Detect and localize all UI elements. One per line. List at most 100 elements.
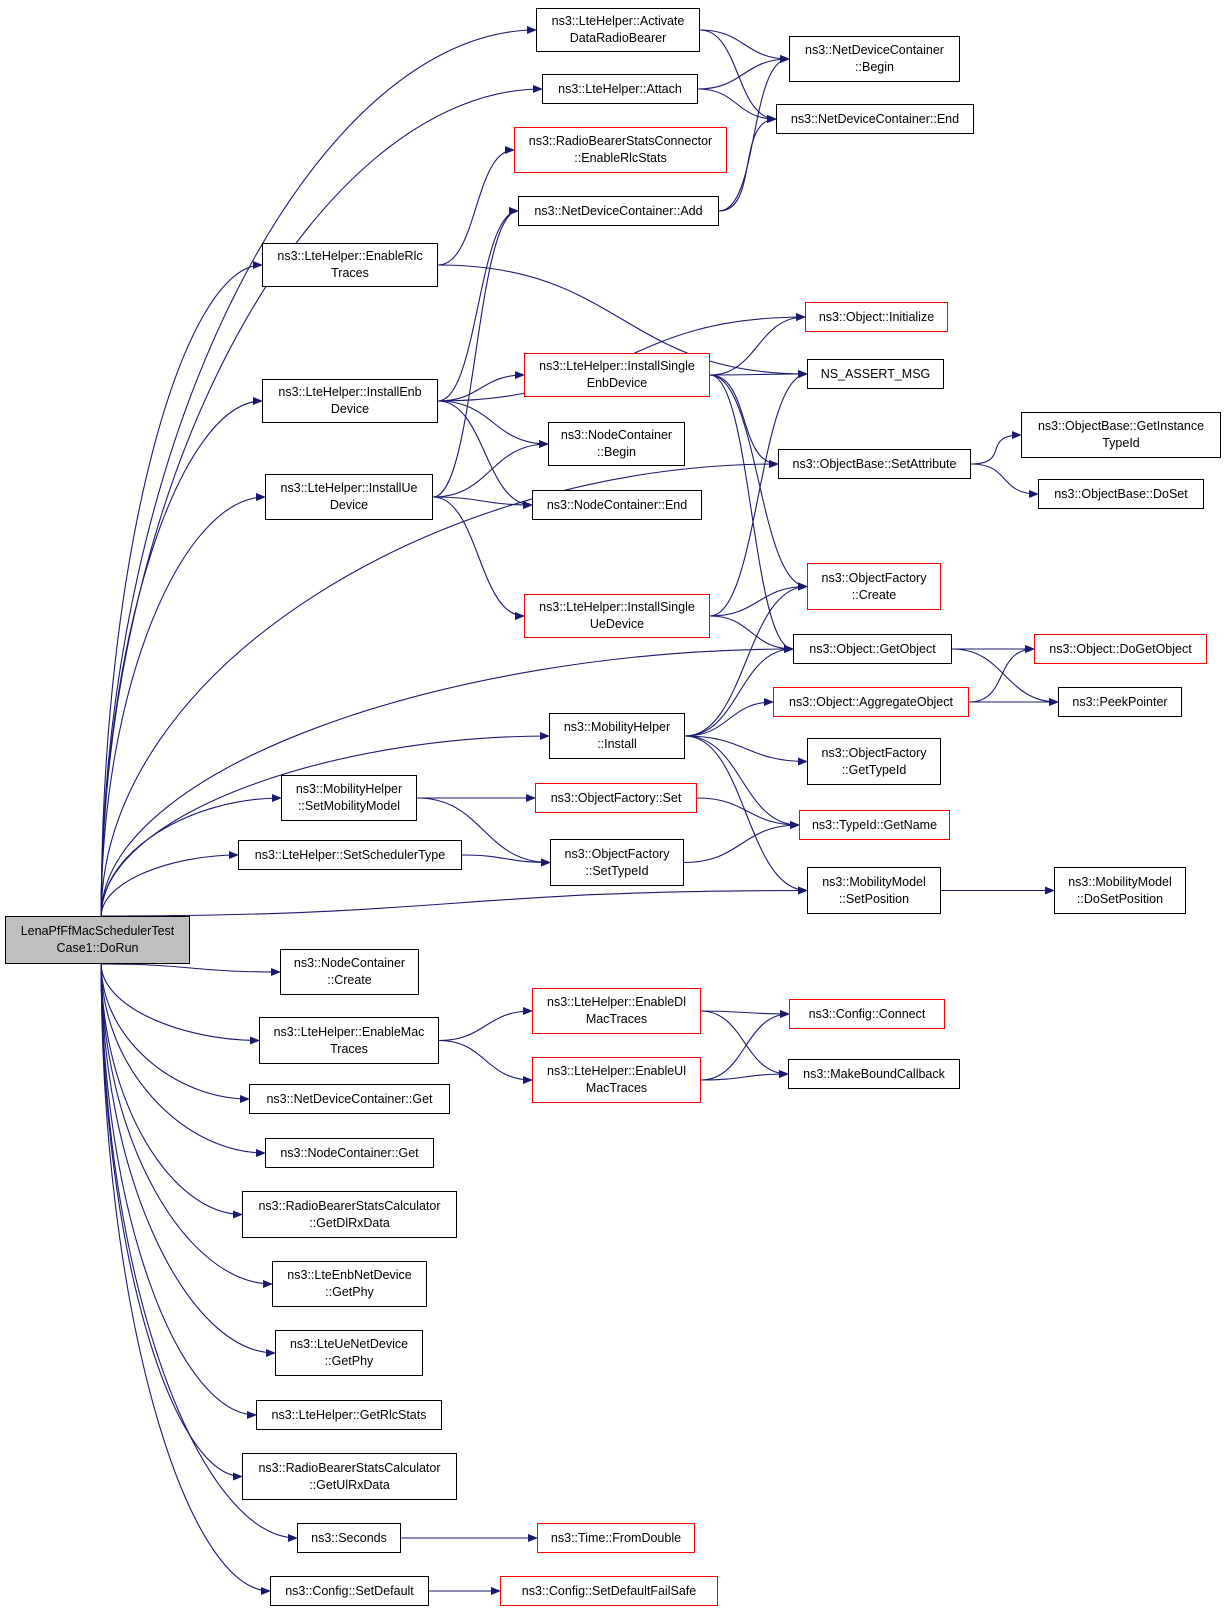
node-label-line: ns3::NodeContainer::End bbox=[546, 497, 688, 512]
node-rbsc-dl[interactable]: ns3::RadioBearerStatsCalculator::GetDlRx… bbox=[242, 1191, 457, 1238]
edge-install_enb-to-install_single_enb bbox=[437, 371, 525, 402]
node-ob-setattr[interactable]: ns3::ObjectBase::SetAttribute bbox=[778, 449, 971, 479]
node-label-line: EnbDevice bbox=[586, 376, 648, 390]
edge-ob_setattr-to-ob_doset bbox=[970, 463, 1039, 498]
node-make-bound[interactable]: ns3::MakeBoundCallback bbox=[788, 1059, 960, 1089]
edge-mh_install-to-typeid_getname bbox=[684, 735, 800, 829]
node-nc-create[interactable]: ns3::NodeContainer::Create bbox=[280, 949, 419, 995]
node-typeid-getname[interactable]: ns3::TypeId::GetName bbox=[799, 810, 950, 840]
edge-root-to-ue_getphy bbox=[100, 963, 276, 1357]
node-mh-install[interactable]: ns3::MobilityHelper::Install bbox=[549, 713, 685, 759]
node-label-line: ns3::NetDeviceContainer::End bbox=[790, 111, 960, 126]
node-config-setdefault[interactable]: ns3::Config::SetDefault bbox=[270, 1576, 429, 1606]
node-nc-end[interactable]: ns3::NodeContainer::End bbox=[532, 490, 702, 520]
edge-root-to-nc_get bbox=[100, 963, 266, 1157]
node-seconds[interactable]: ns3::Seconds bbox=[297, 1523, 401, 1553]
node-nc-get[interactable]: ns3::NodeContainer::Get bbox=[265, 1138, 434, 1168]
edge-enable_mac-to-enable_ul_mac bbox=[438, 1039, 533, 1084]
edge-set_scheduler-to-of_settypeid bbox=[461, 854, 551, 867]
edge-root-to-config_setdefault bbox=[100, 963, 271, 1595]
node-of-set[interactable]: ns3::ObjectFactory::Set bbox=[535, 783, 697, 813]
node-ndc-begin[interactable]: ns3::NetDeviceContainer::Begin bbox=[789, 36, 960, 82]
node-label-line: ns3::LteHelper::Attach bbox=[558, 81, 682, 96]
edge-root-to-install_enb bbox=[100, 397, 263, 917]
node-label-line: MacTraces bbox=[585, 1081, 648, 1095]
node-mm-setpos[interactable]: ns3::MobilityModel::SetPosition bbox=[807, 867, 941, 914]
edge-activate-to-ndc_end bbox=[699, 29, 777, 123]
edge-root-to-enb_getphy bbox=[100, 963, 273, 1288]
node-label-line: ns3::NetDeviceContainer bbox=[805, 43, 944, 57]
node-of-settypeid[interactable]: ns3::ObjectFactory::SetTypeId bbox=[550, 839, 684, 886]
node-of-create[interactable]: ns3::ObjectFactory::Create bbox=[807, 563, 941, 610]
node-rbsc-ul[interactable]: ns3::RadioBearerStatsCalculator::GetUlRx… bbox=[242, 1453, 457, 1500]
node-label-line: ns3::NodeContainer bbox=[560, 428, 673, 442]
node-assert[interactable]: NS_ASSERT_MSG bbox=[807, 359, 944, 389]
node-ndc-end[interactable]: ns3::NetDeviceContainer::End bbox=[776, 104, 974, 134]
edge-enable_rlc-to-rbsc_enable bbox=[437, 146, 515, 266]
edge-root-to-seconds bbox=[100, 963, 298, 1542]
edge-obj_aggregate-to-obj_dogetobject bbox=[968, 645, 1035, 703]
node-label-line: ns3::MobilityHelper bbox=[295, 782, 403, 796]
edge-install_single_enb-to-obj_init bbox=[709, 313, 806, 376]
node-label-line: Device bbox=[329, 498, 369, 512]
node-ue-getphy[interactable]: ns3::LteUeNetDevice::GetPhy bbox=[275, 1330, 423, 1376]
node-attach[interactable]: ns3::LteHelper::Attach bbox=[542, 74, 698, 104]
edge-layer bbox=[100, 26, 1059, 1595]
edge-root-to-attach bbox=[100, 85, 543, 917]
node-label-line: ns3::LteEnbNetDevice bbox=[287, 1268, 412, 1282]
edge-root-to-mm_setpos bbox=[101, 886, 808, 917]
edge-root-to-enable_mac bbox=[100, 963, 260, 1045]
node-obj-init[interactable]: ns3::Object::Initialize bbox=[805, 302, 948, 332]
node-label-line: ns3::RadioBearerStatsCalculator bbox=[258, 1460, 441, 1475]
node-label-line: ns3::LteUeNetDevice bbox=[289, 1337, 409, 1351]
node-enb-getphy[interactable]: ns3::LteEnbNetDevice::GetPhy bbox=[272, 1261, 427, 1307]
edge-attach-to-ndc_begin bbox=[697, 55, 790, 90]
node-rbsc-enable[interactable]: ns3::RadioBearerStatsConnector::EnableRl… bbox=[514, 127, 727, 173]
edge-root-to-mh_setmodel bbox=[100, 794, 282, 917]
node-label-line: DataRadioBearer bbox=[569, 31, 667, 45]
node-of-gettypeid[interactable]: ns3::ObjectFactory::GetTypeId bbox=[807, 738, 941, 785]
node-label-line: ns3::PeekPointer bbox=[1072, 694, 1168, 709]
node-ndc-get[interactable]: ns3::NetDeviceContainer::Get bbox=[249, 1084, 450, 1114]
node-time-fromdouble[interactable]: ns3::Time::FromDouble bbox=[537, 1523, 695, 1553]
node-nc-begin[interactable]: ns3::NodeContainer::Begin bbox=[548, 422, 685, 466]
node-config-connect[interactable]: ns3::Config::Connect bbox=[789, 999, 945, 1029]
edge-enable_dl_mac-to-config_connect bbox=[700, 1009, 790, 1018]
edge-mh_install-to-obj_aggregate bbox=[684, 698, 774, 737]
node-label-line: ns3::RadioBearerStatsConnector bbox=[528, 134, 713, 148]
edge-install_single_ue-to-of_create bbox=[709, 582, 808, 617]
node-ndc-add[interactable]: ns3::NetDeviceContainer::Add bbox=[518, 196, 719, 226]
node-label-line: ns3::Config::SetDefault bbox=[285, 1583, 414, 1598]
node-obj-aggregate[interactable]: ns3::Object::AggregateObject bbox=[773, 687, 969, 717]
node-set-scheduler[interactable]: ns3::LteHelper::SetSchedulerType bbox=[238, 840, 462, 870]
edge-enable_mac-to-enable_dl_mac bbox=[438, 1007, 533, 1042]
node-config-setdefault-fs[interactable]: ns3::Config::SetDefaultFailSafe bbox=[500, 1576, 718, 1606]
node-label-line: ns3::LteHelper::InstallSingle bbox=[539, 600, 695, 614]
node-mm-dosetpos[interactable]: ns3::MobilityModel::DoSetPosition bbox=[1054, 867, 1186, 914]
node-get-rlc-stats[interactable]: ns3::LteHelper::GetRlcStats bbox=[256, 1400, 442, 1430]
edge-enable_dl_mac-to-make_bound bbox=[700, 1010, 789, 1078]
edge-install_single_ue-to-obj_getobject bbox=[709, 615, 794, 653]
node-label-line: ns3::LteHelper::EnableRlc bbox=[277, 249, 423, 263]
node-label-line: ::SetPosition bbox=[838, 891, 910, 906]
edge-root-to-obj_getobject bbox=[100, 645, 794, 917]
node-obj-dogetobject[interactable]: ns3::Object::DoGetObject bbox=[1034, 634, 1207, 664]
node-mh-setmodel[interactable]: ns3::MobilityHelper::SetMobilityModel bbox=[281, 775, 417, 821]
node-peek[interactable]: ns3::PeekPointer bbox=[1058, 687, 1182, 717]
node-label-line: ::EnableRlcStats bbox=[574, 151, 667, 165]
node-label-line: NS_ASSERT_MSG bbox=[820, 366, 931, 381]
node-obj-getobject[interactable]: ns3::Object::GetObject bbox=[793, 634, 952, 664]
node-label-line: ns3::LteHelper::InstallUe bbox=[280, 481, 418, 495]
node-ob-doset[interactable]: ns3::ObjectBase::DoSet bbox=[1038, 479, 1204, 509]
